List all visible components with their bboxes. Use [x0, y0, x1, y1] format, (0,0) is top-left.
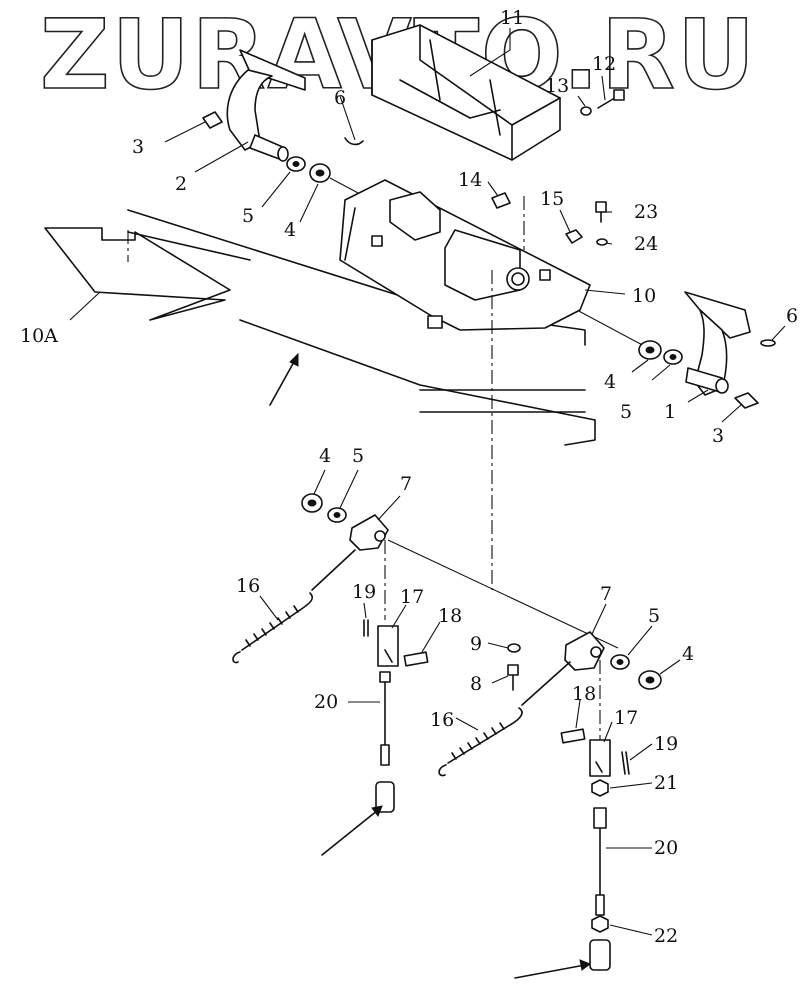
washer-13	[580, 106, 592, 116]
callout-5-right: 5	[620, 401, 632, 423]
lever-7-left	[349, 514, 389, 551]
cotter-pin-19-right	[621, 751, 630, 775]
callout-21: 21	[654, 772, 678, 794]
bolt-12	[597, 89, 625, 109]
rod-20-right	[593, 807, 607, 916]
callout-13: 13	[545, 75, 569, 97]
bolt-14	[491, 192, 511, 209]
callout-24: 24	[634, 233, 658, 255]
callout-22: 22	[654, 925, 678, 947]
nut-21	[591, 779, 609, 797]
arrow-floor	[269, 359, 296, 406]
callout-4-mid-right: 4	[682, 643, 694, 665]
callout-2: 2	[175, 173, 187, 195]
pedal-cover	[371, 24, 561, 161]
bolt-23	[595, 201, 607, 223]
clevis-17-right	[589, 739, 611, 777]
washer-24	[596, 238, 608, 246]
pin-6-right	[760, 339, 776, 347]
callout-6-left: 6	[334, 87, 346, 109]
rod-20-left	[379, 671, 391, 766]
arrow-right-bottom	[514, 964, 586, 979]
brake-pedal-left	[226, 49, 306, 162]
callout-20-left: 20	[314, 691, 338, 713]
callout-17-right: 17	[614, 707, 638, 729]
clevis-pin-18-right	[560, 728, 586, 744]
callout-7-right: 7	[600, 583, 612, 605]
clevis-pin-18-left	[403, 651, 429, 667]
callout-15: 15	[540, 188, 564, 210]
callout-17-left: 17	[400, 586, 424, 608]
grease-fitting-3-right	[734, 392, 759, 409]
lever-7-right	[564, 631, 605, 671]
callout-16-left: 16	[236, 575, 260, 597]
spring-16-right	[438, 661, 571, 777]
callout-18-left: 18	[438, 605, 462, 627]
callout-9: 9	[470, 633, 482, 655]
socket-right	[589, 939, 611, 971]
pin-6-left	[344, 137, 364, 146]
callout-4-upper: 4	[284, 219, 296, 241]
grease-fitting-3-left	[202, 111, 223, 129]
callout-5-mid-right: 5	[648, 605, 660, 627]
callout-18-right: 18	[572, 683, 596, 705]
callout-10a: 10A	[20, 325, 58, 347]
callout-4-right: 4	[604, 371, 616, 393]
callout-7-left: 7	[400, 473, 412, 495]
callout-8: 8	[470, 673, 482, 695]
callout-23: 23	[634, 201, 658, 223]
callout-4-mid-left: 4	[319, 445, 331, 467]
washer-9	[507, 643, 521, 653]
callout-labels: 11 12 13 6 3 2 5 4 14 15 23 24 10 10A 6 …	[20, 7, 798, 947]
clevis-17-left	[377, 625, 399, 667]
callout-19-left: 19	[352, 581, 376, 603]
pedal-base-assembly	[339, 179, 591, 331]
callout-1: 1	[664, 401, 676, 423]
nut-15	[565, 229, 583, 244]
callout-14: 14	[458, 169, 482, 191]
socket-left	[375, 781, 395, 813]
spring-16-left	[232, 549, 356, 664]
arrow-left-bottom	[321, 809, 379, 856]
cotter-pin-19-left	[363, 619, 369, 637]
nut-22	[591, 915, 609, 933]
callout-19-right: 19	[654, 733, 678, 755]
callout-5-upper: 5	[242, 205, 254, 227]
callout-16-right: 16	[430, 709, 454, 731]
callout-10: 10	[632, 285, 656, 307]
callout-5-mid-left: 5	[352, 445, 364, 467]
brake-pedal-right	[684, 291, 751, 396]
bolt-8	[507, 664, 519, 691]
callout-3-left: 3	[132, 136, 144, 158]
callout-6-right: 6	[786, 305, 798, 327]
callout-20-right: 20	[654, 837, 678, 859]
callout-3-right: 3	[712, 425, 724, 447]
callout-11: 11	[500, 7, 524, 29]
leader-lines	[69, 28, 786, 936]
callout-12: 12	[592, 53, 616, 75]
